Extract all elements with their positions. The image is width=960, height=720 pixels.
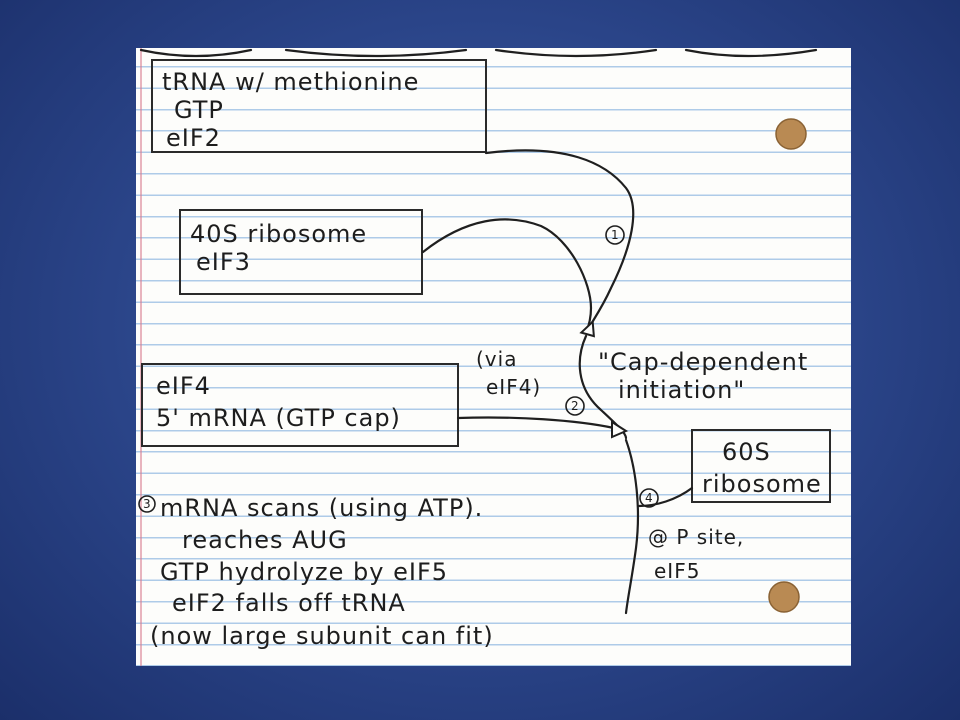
ribosome-40s-line-2: eIF3 xyxy=(196,248,251,276)
eif4-arrow-line xyxy=(456,416,616,430)
step-3-circle xyxy=(138,495,156,513)
notes-line-5: (now large subunit can fit) xyxy=(150,622,494,650)
eif4-box xyxy=(141,363,459,447)
lower-flow-line xyxy=(624,438,640,615)
p-site-line-1: @ P site, xyxy=(648,525,744,549)
eif4-line-2: 5' mRNA (GTP cap) xyxy=(156,404,401,432)
via-eif4-line-2: eIF4) xyxy=(486,375,541,399)
step-1-circle xyxy=(605,225,625,245)
cap-dependent-line-1: "Cap-dependent xyxy=(598,348,808,376)
binder-hole-top xyxy=(775,118,807,150)
notes-line-3: GTP hydrolyze by eIF5 xyxy=(160,558,448,586)
ribosome-60s-box xyxy=(691,429,831,503)
convergence-arrowhead-2 xyxy=(611,420,629,439)
step-2-number: 2 xyxy=(571,399,579,413)
eif4-line-1: eIF4 xyxy=(156,372,211,400)
trna-arrow-curve xyxy=(484,149,635,335)
ribosome-40s-arrow-curve xyxy=(421,218,593,335)
trna-line-1: tRNA w/ methionine xyxy=(162,68,419,96)
convergence-arrowhead-1 xyxy=(579,319,595,338)
p-site-line-2: eIF5 xyxy=(654,559,700,583)
cap-dependent-line-2: initiation" xyxy=(618,376,745,404)
trna-line-2: GTP xyxy=(174,96,224,124)
notes-line-4: eIF2 falls off tRNA xyxy=(172,589,406,617)
step-2-circle xyxy=(565,396,585,416)
notes-line-1: mRNA scans (using ATP). xyxy=(160,494,483,522)
notebook-paper: tRNA w/ methionine GTP eIF2 40S ribosome… xyxy=(136,48,851,666)
diagram-svg: tRNA w/ methionine GTP eIF2 40S ribosome… xyxy=(138,48,831,650)
step-4-number: 4 xyxy=(645,491,653,505)
ribosome-60s-line-1: 60S xyxy=(722,438,771,466)
notes-line-2: reaches AUG xyxy=(182,526,348,554)
step-4-circle xyxy=(639,488,659,508)
step-3-number: 3 xyxy=(143,497,151,511)
trna-line-3: eIF2 xyxy=(166,124,221,152)
binder-hole-bottom xyxy=(768,581,800,613)
via-eif4-line-1: (via xyxy=(476,347,517,371)
paper-top-edge xyxy=(139,48,818,58)
step-1-number: 1 xyxy=(611,228,619,242)
ribosome-40s-line-1: 40S ribosome xyxy=(190,220,367,248)
ribosome-60s-line-2: ribosome xyxy=(702,470,822,498)
trna-box xyxy=(151,59,487,153)
